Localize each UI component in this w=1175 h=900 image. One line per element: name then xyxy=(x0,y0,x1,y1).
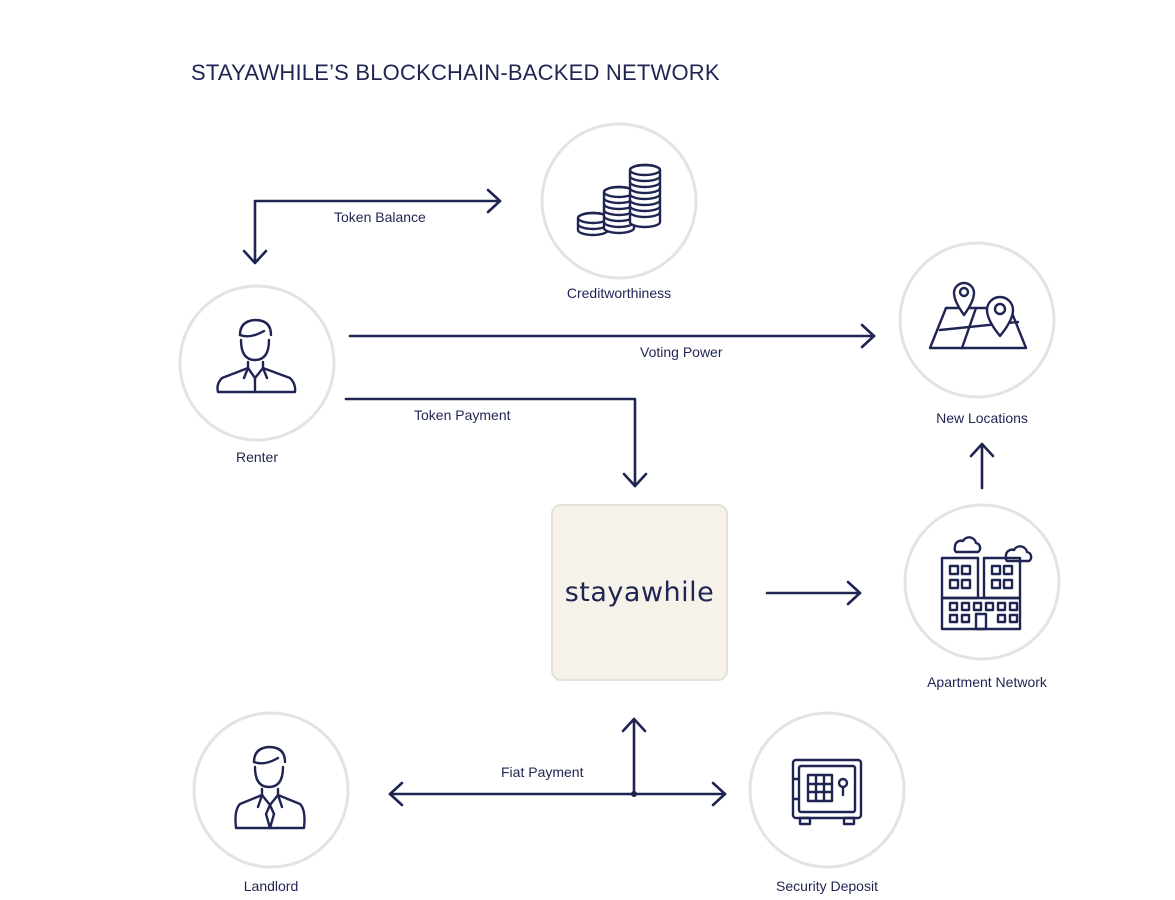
voting-power-arrow xyxy=(348,323,876,349)
fiat-payment-label: Fiat Payment xyxy=(501,764,584,780)
token-payment-arrow xyxy=(344,397,648,488)
fiat-payment-arrows xyxy=(388,717,727,807)
token-balance-arrow xyxy=(242,188,502,265)
new-locations-label: New Locations xyxy=(936,410,1028,426)
renter-person-icon xyxy=(216,318,297,394)
apartment-building-icon xyxy=(940,536,1033,631)
new-locations-node xyxy=(898,241,1056,399)
stayawhile-logo-text: stayawhile xyxy=(564,577,715,608)
coins-icon xyxy=(576,163,662,237)
landlord-node xyxy=(192,711,350,869)
security-deposit-node xyxy=(748,711,906,869)
safe-icon xyxy=(791,758,863,826)
security-deposit-label: Security Deposit xyxy=(776,878,878,894)
apartments-to-locations-arrow xyxy=(969,442,995,490)
diagram-title: STAYAWHILE’S BLOCKCHAIN-BACKED NETWORK xyxy=(191,60,720,85)
renter-node xyxy=(178,284,336,442)
apartment-network-label: Apartment Network xyxy=(927,674,1047,690)
apartment-network-node xyxy=(903,503,1061,661)
map-pins-icon xyxy=(928,281,1028,350)
renter-label: Renter xyxy=(235,449,279,465)
token-balance-label: Token Balance xyxy=(334,209,426,225)
landlord-label: Landlord xyxy=(243,878,299,894)
voting-power-label: Voting Power xyxy=(640,344,723,360)
stayawhile-hub: stayawhile xyxy=(551,504,728,681)
creditworthiness-label: Creditworthiness xyxy=(566,285,672,301)
landlord-person-icon xyxy=(234,745,306,830)
hub-to-apartments-arrow xyxy=(765,580,862,606)
token-payment-label: Token Payment xyxy=(414,407,511,423)
